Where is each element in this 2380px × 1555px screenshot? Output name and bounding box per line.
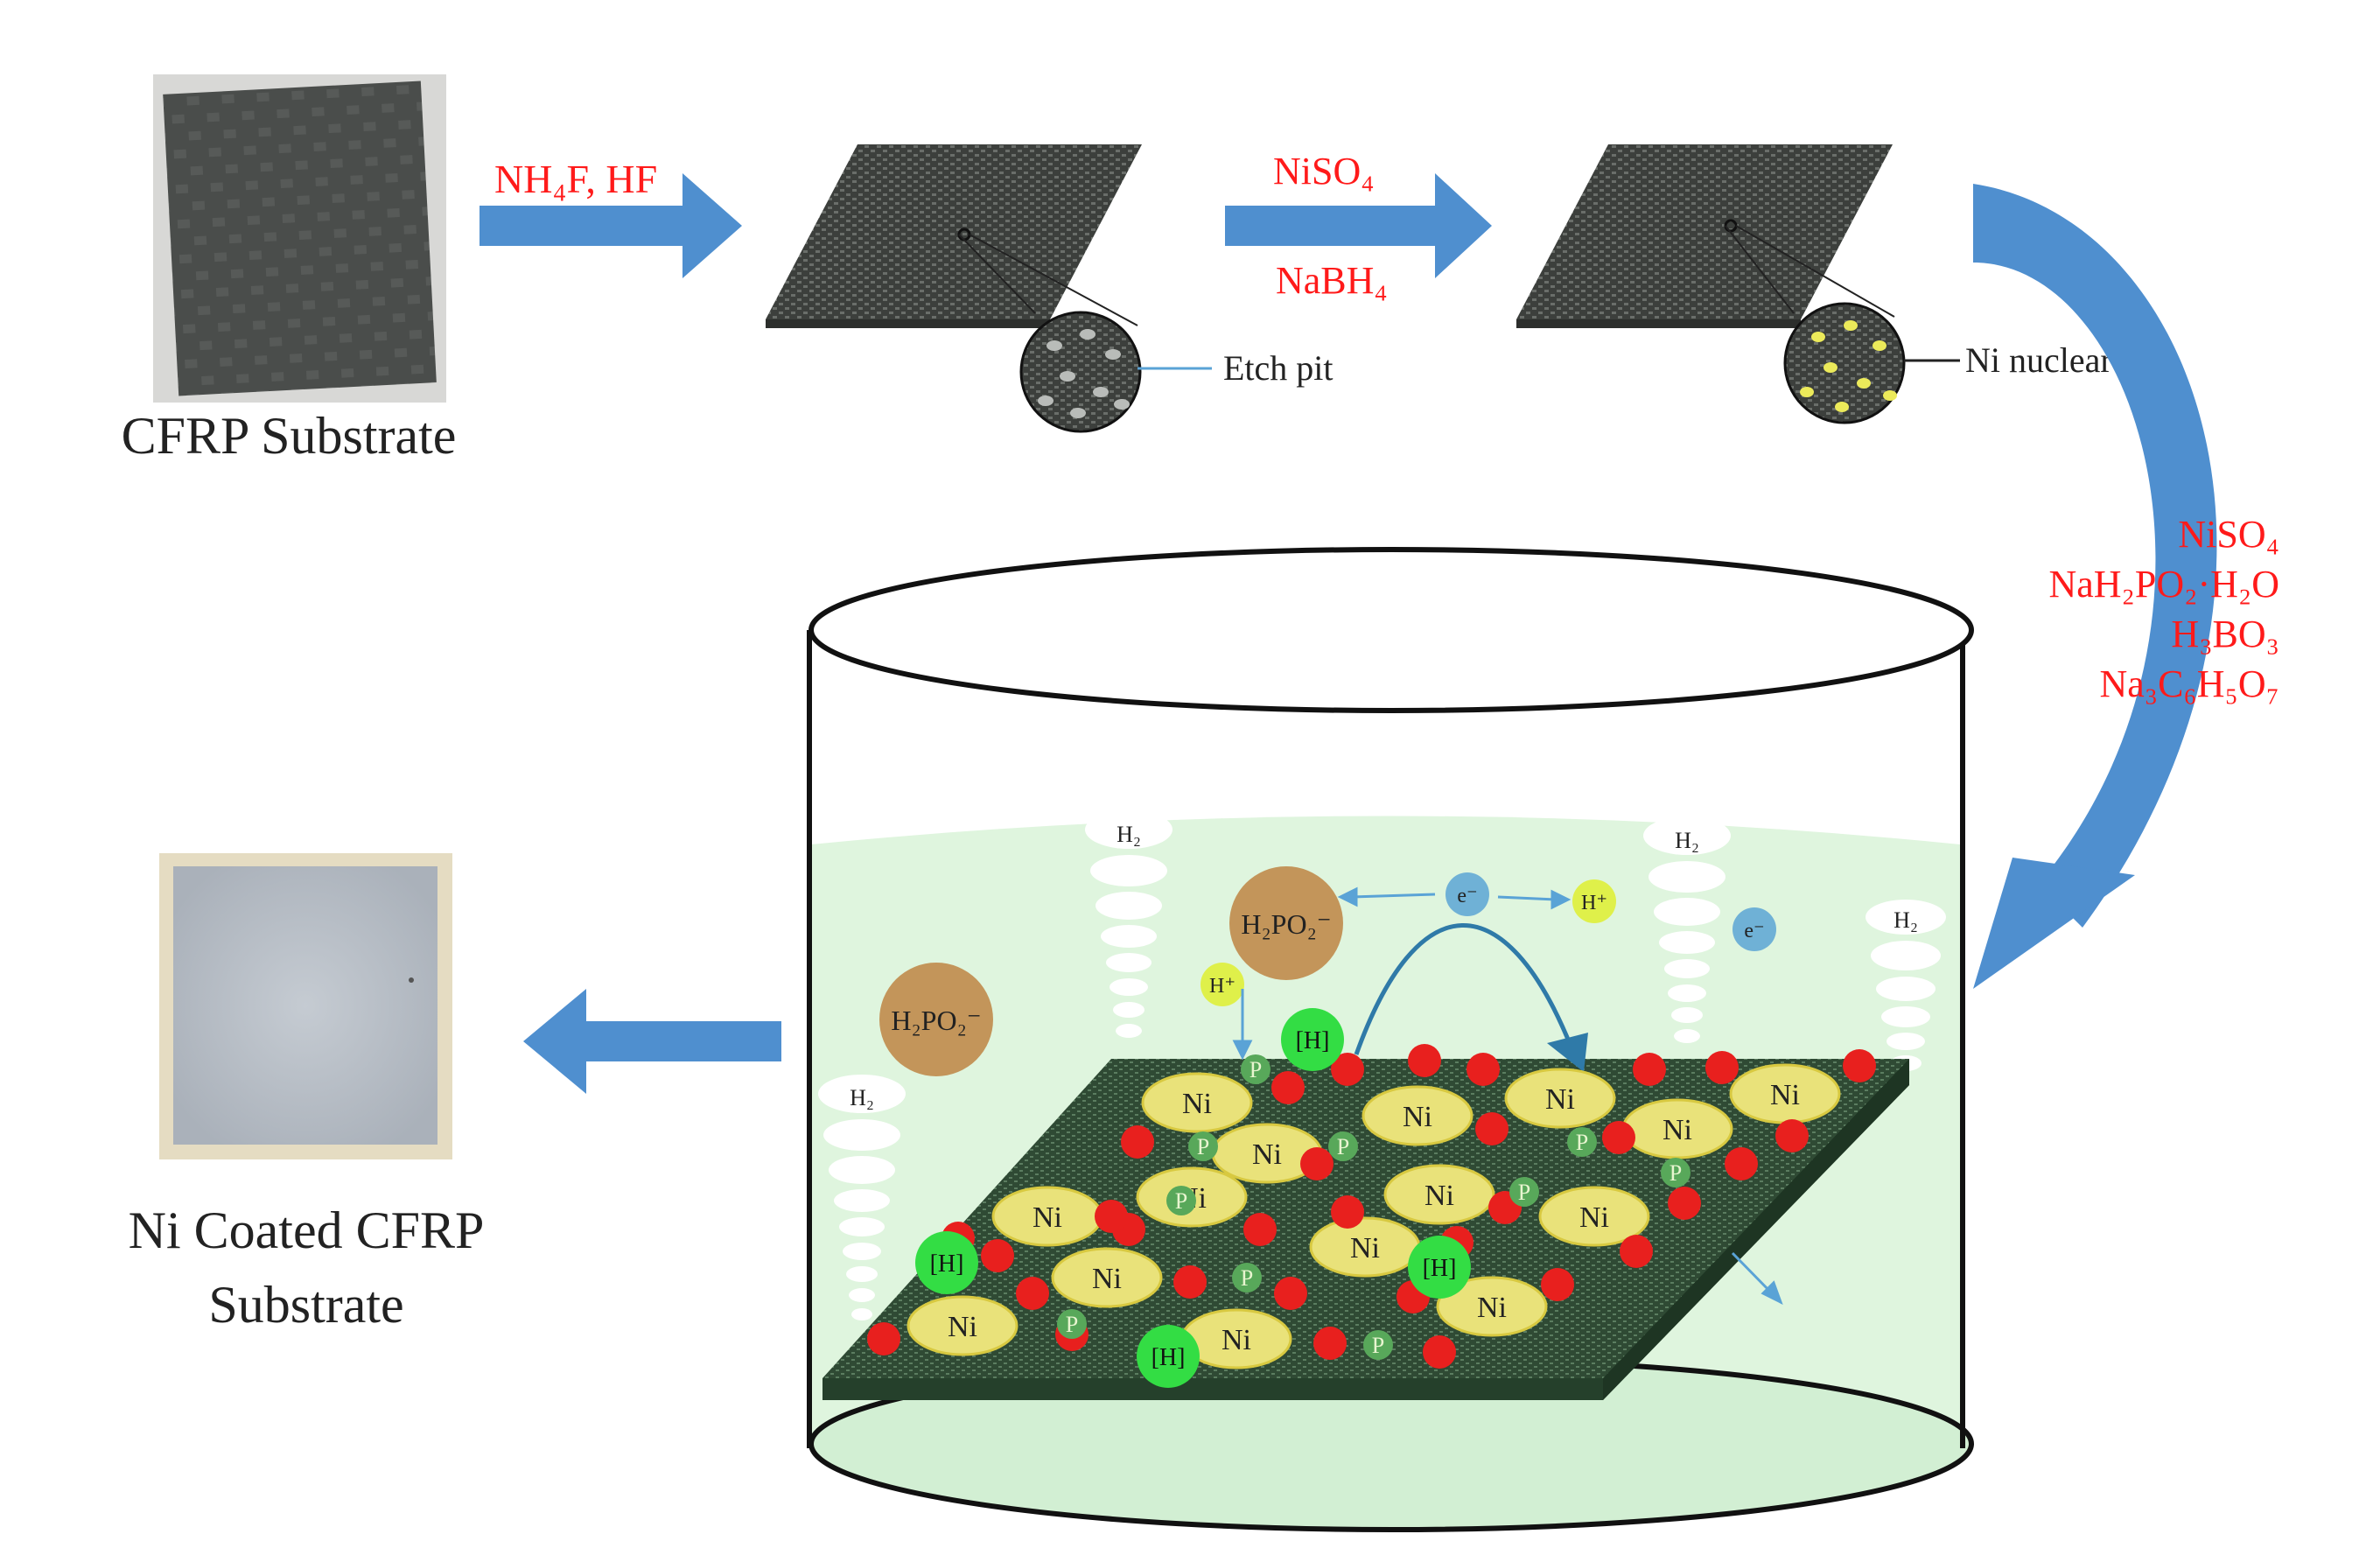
h2po2-ion-1: H₂PO₂⁻ [1229,866,1343,980]
proton-1: H⁺ [1572,879,1616,923]
svg-text:P: P [1250,1057,1262,1082]
proton-2: H⁺ [1200,963,1244,1006]
svg-text:[H]: [H] [1152,1344,1186,1371]
svg-text:H₂PO₂⁻: H₂PO₂⁻ [891,1005,981,1036]
reagent-step3-2: NaH₂PO₂·H₂O [2048,563,2279,606]
svg-text:Ni: Ni [1182,1088,1212,1120]
etched-cfrp-sheet: Etch pit [766,144,1334,433]
svg-text:Ni: Ni [1403,1101,1432,1133]
svg-text:H₂PO₂⁻: H₂PO₂⁻ [1241,908,1331,940]
reaction-arrows [1232,886,1783,1306]
h2-label-4: H₂ [850,1085,874,1110]
ni-deposit-particles [906,1063,1841,1369]
svg-text:Ni: Ni [1222,1324,1251,1356]
ni-coated-caption-line1: Ni Coated CFRP [128,1201,485,1259]
svg-text:Ni: Ni [1092,1263,1122,1295]
svg-text:Ni: Ni [1350,1232,1380,1264]
svg-text:e⁻: e⁻ [1744,920,1764,942]
svg-text:[H]: [H] [1423,1255,1457,1282]
electron-1: e⁻ [1446,872,1489,916]
svg-text:Ni: Ni [1545,1083,1575,1116]
svg-text:[H]: [H] [930,1250,964,1278]
svg-text:P: P [1197,1134,1209,1159]
cfrp-substrate-caption: CFRP Substrate [121,407,457,465]
h2-label-3: H₂ [1894,907,1918,933]
reagent-step1: NH₄F, HF [494,157,657,201]
ni-nuclear-label: Ni nuclear [1965,340,2112,380]
atomic-hydrogen: [H] [H] [H] [H] [915,1008,1471,1388]
svg-text:P: P [1576,1130,1588,1155]
reagent-step2-top: NiSO₄ [1273,150,1375,193]
h2po2-ion-2: H₂PO₂⁻ [879,963,993,1076]
ni-nucleated-cfrp-sheet: Ni nuclear [1516,144,2112,424]
arrow-step2 [1225,173,1492,278]
svg-text:Ni: Ni [1662,1114,1692,1146]
svg-text:Ni: Ni [1032,1201,1062,1234]
svg-text:Ni: Ni [948,1311,977,1343]
h2-label-1: H₂ [1116,822,1141,847]
reagent-step3-3: H₃BO₃ [2171,613,2279,655]
svg-text:P: P [1337,1134,1349,1159]
ni-coated-caption-line2: Substrate [208,1276,404,1334]
arrow-to-product [523,989,781,1094]
svg-text:P: P [1175,1188,1187,1214]
svg-text:P: P [1518,1180,1530,1205]
reagent-step2-bottom: NaBH₄ [1276,259,1388,302]
red-particles [867,1044,1876,1371]
ni-coated-substrate-photo [159,853,452,1159]
svg-text:[H]: [H] [1296,1027,1330,1054]
svg-text:P: P [1670,1160,1682,1186]
bubble-columns [818,810,1946,1320]
svg-text:H⁺: H⁺ [1209,975,1236,998]
svg-text:H⁺: H⁺ [1581,892,1607,914]
electron-2: e⁻ [1732,907,1776,951]
svg-text:Ni: Ni [1770,1079,1800,1111]
reagent-step3-1: NiSO₄ [2178,513,2279,556]
svg-text:Ni: Ni [1424,1180,1454,1212]
h2-label-2: H₂ [1675,828,1699,853]
arrow-step1 [480,173,742,278]
svg-text:P: P [1066,1312,1078,1337]
etch-pit-label: Etch pit [1223,348,1334,388]
svg-text:P: P [1372,1333,1384,1358]
svg-text:e⁻: e⁻ [1457,885,1477,907]
phosphorus-atoms: P P P P P P P P P P [1057,1054,1690,1360]
svg-text:Ni: Ni [1477,1292,1507,1324]
reagent-step3-4: Na₃C₆H₅O₇ [2099,662,2279,705]
cfrp-substrate-photo [153,74,446,403]
curved-arrow-step3 [1973,184,2217,989]
svg-text:P: P [1241,1265,1253,1291]
svg-text:Ni: Ni [1252,1138,1282,1171]
svg-text:Ni: Ni [1579,1201,1609,1234]
